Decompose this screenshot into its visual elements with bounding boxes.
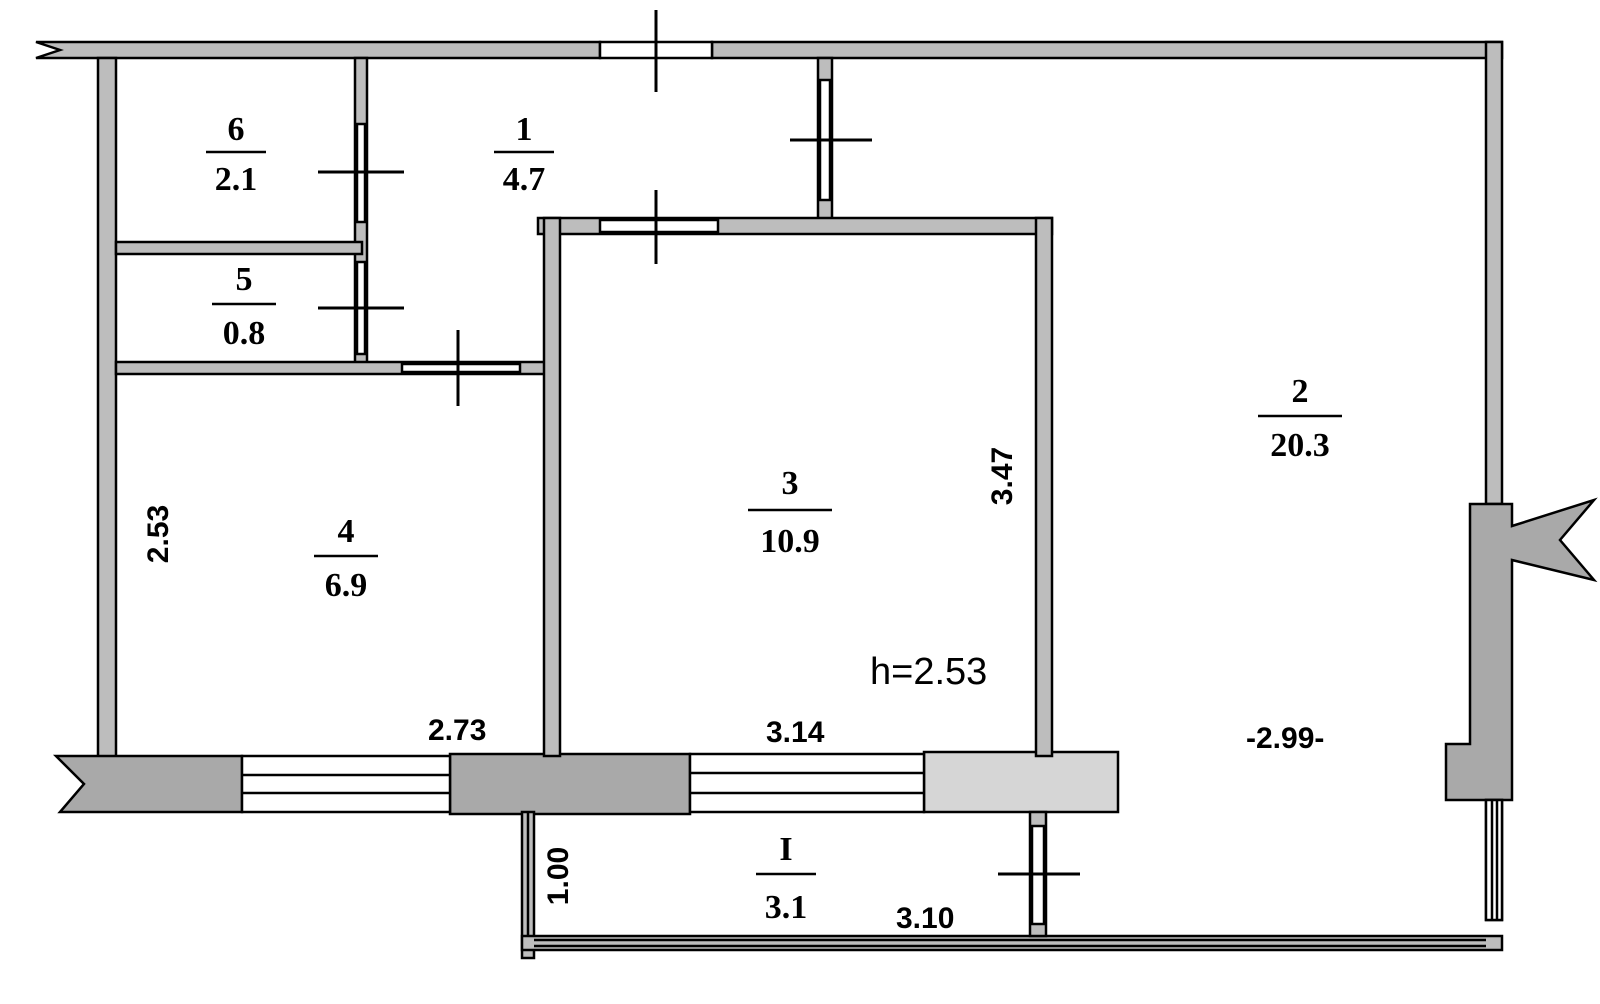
room-label-5: 5 0.8 xyxy=(212,261,276,352)
room-area: 4.7 xyxy=(503,161,546,198)
room-label-balcony: I 3.1 xyxy=(756,831,816,926)
room-number: 5 xyxy=(236,261,253,298)
dim-room3-height: 3.47 xyxy=(986,447,1019,505)
room-area: 2.1 xyxy=(215,161,258,198)
door-room2 xyxy=(790,78,872,202)
room-label-3: 3 10.9 xyxy=(748,465,832,560)
room-area: 3.1 xyxy=(765,889,808,926)
dim-room2-width: -2.99- xyxy=(1246,722,1324,755)
room-number: 4 xyxy=(338,513,355,550)
room-number: 1 xyxy=(516,111,533,148)
window-room3 xyxy=(688,752,926,814)
dim-room3-width: 3.14 xyxy=(766,716,825,749)
dim-balcony-width: 3.10 xyxy=(896,902,954,935)
room-number: 3 xyxy=(782,465,799,502)
door-room4 xyxy=(400,330,522,406)
window-right xyxy=(1484,798,1504,922)
outer-walls xyxy=(35,40,1598,922)
door-room3 xyxy=(598,190,720,264)
room-area: 6.9 xyxy=(325,567,368,604)
room-area: 0.8 xyxy=(223,315,266,352)
balcony-window xyxy=(526,812,1486,948)
room-area: 20.3 xyxy=(1270,427,1330,464)
dim-balcony-depth: 1.00 xyxy=(542,847,575,905)
door-room5 xyxy=(318,260,404,356)
room-number: 6 xyxy=(228,111,245,148)
room-label-2: 2 20.3 xyxy=(1258,373,1342,464)
dim-room4-width: 2.73 xyxy=(428,714,486,747)
room-number: 2 xyxy=(1292,373,1309,410)
room-area: 10.9 xyxy=(760,523,820,560)
room-number: I xyxy=(779,831,792,868)
entrance-door xyxy=(598,10,714,92)
window-room4 xyxy=(240,754,452,814)
room-label-1: 1 4.7 xyxy=(494,111,554,198)
ceiling-height-note: h=2.53 xyxy=(870,651,987,693)
room-label-4: 4 6.9 xyxy=(314,513,378,604)
door-room6 xyxy=(318,122,404,224)
room-label-6: 6 2.1 xyxy=(206,111,266,198)
dim-room4-height: 2.53 xyxy=(142,505,175,563)
door-balcony xyxy=(998,824,1080,926)
interior-walls xyxy=(114,56,1504,960)
